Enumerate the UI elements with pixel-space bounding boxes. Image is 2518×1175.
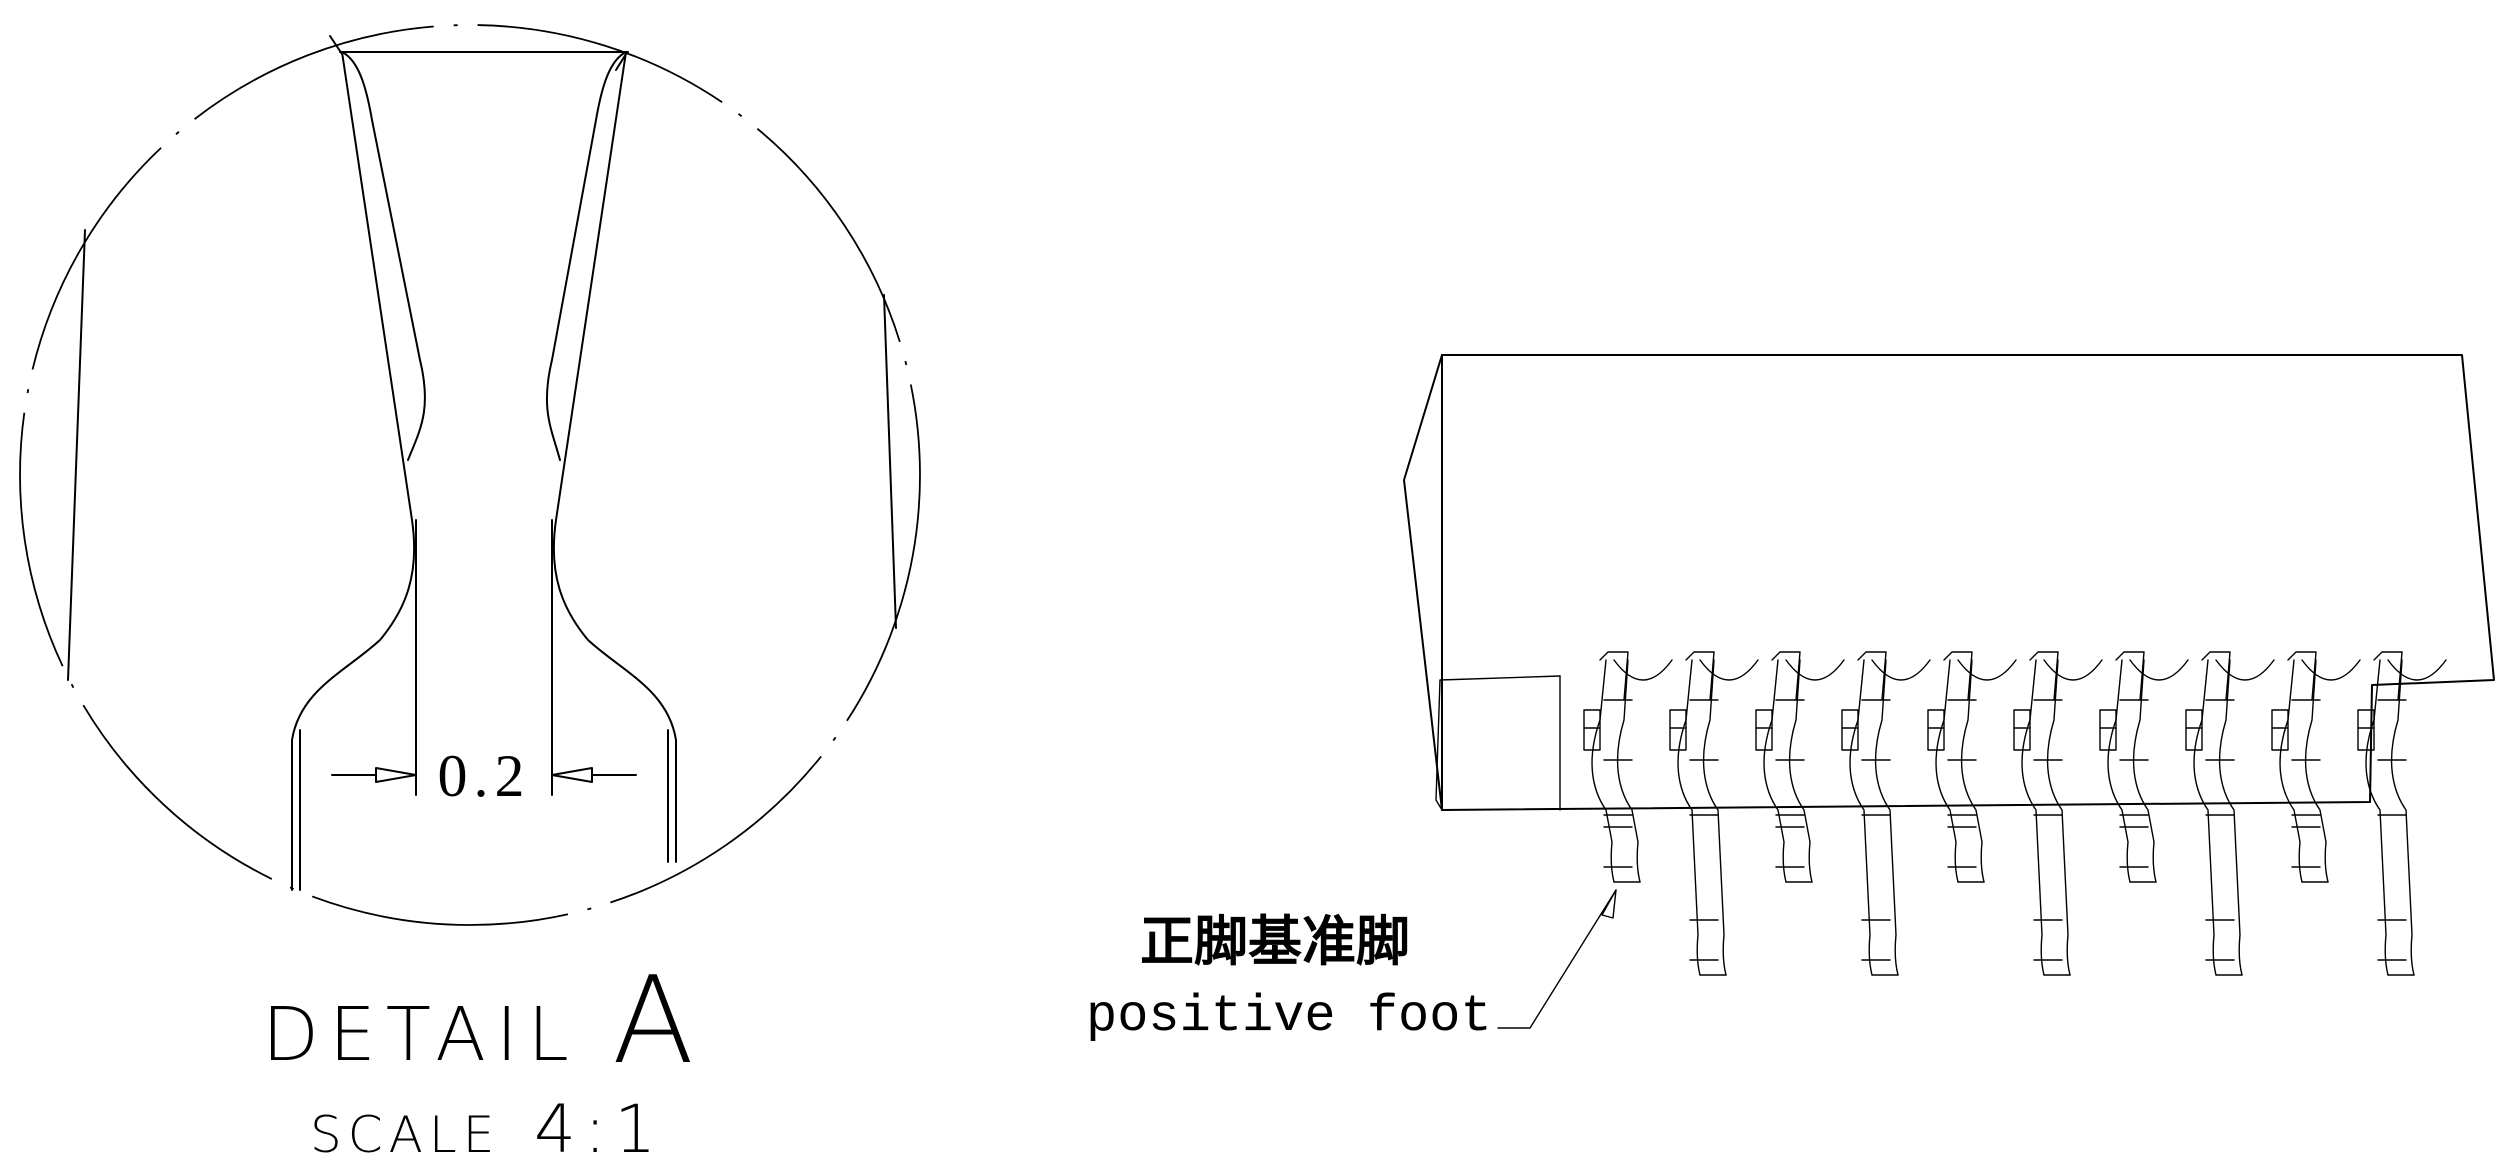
housing-scallop <box>2215 659 2275 681</box>
detail-letter: A <box>612 952 694 1091</box>
pin-outer-edge <box>1591 659 1615 883</box>
pin-latch <box>1841 709 1859 751</box>
detail-boundary-circle <box>19 24 921 926</box>
pin-top-tab <box>2115 651 2145 701</box>
connector-pin <box>1841 651 1899 976</box>
pin-outer-edge <box>2365 659 2389 976</box>
connector-pin <box>1755 651 1813 883</box>
pin-top-tab <box>1771 651 1801 701</box>
detail-cut-line-right <box>883 294 897 629</box>
housing-scallop <box>2387 659 2447 681</box>
pin-inner-edge <box>2046 659 2071 976</box>
pin-latch <box>2357 709 2375 751</box>
connector-pin <box>2185 651 2243 976</box>
connector-pin <box>2357 651 2415 976</box>
housing-scallop <box>2043 659 2103 681</box>
pin-top-tab <box>2201 651 2231 701</box>
housing-scallop <box>1613 659 1673 681</box>
pin-top-tab <box>2373 651 2403 701</box>
detail-cut-line-left <box>67 229 86 681</box>
housing-scallop <box>1785 659 1845 681</box>
pin-outer-edge <box>2193 659 2217 976</box>
housing-scallop <box>2129 659 2189 681</box>
housing-side-face <box>1403 354 1443 811</box>
pin-profile-right-inner <box>545 51 627 461</box>
scale-label: SCALE <box>310 1106 500 1164</box>
pin-latch <box>1583 709 1601 751</box>
callout-leader <box>1497 889 1617 1029</box>
pin-top-tab <box>1857 651 1887 701</box>
dim-arrow-right <box>551 767 593 783</box>
connector-iso-view: 正脚基准脚 positive foot <box>1086 354 2495 1046</box>
detail-a-view: 0.2 DETAIL A SCALE 4:1 <box>19 24 921 1168</box>
pin-inner-edge <box>1960 659 1985 883</box>
pin-outer-edge <box>2021 659 2045 976</box>
pin-inner-edge <box>1616 659 1641 883</box>
pin-inner-edge <box>2390 659 2415 976</box>
pin-row <box>1583 651 2415 976</box>
callout-chinese-label: 正脚基准脚 <box>1140 909 1410 973</box>
connector-pin <box>2013 651 2071 976</box>
connector-pin <box>2099 651 2157 883</box>
housing-scallop <box>1871 659 1931 681</box>
pin-inner-edge <box>1874 659 1899 976</box>
pin-latch <box>2271 709 2289 751</box>
pin-profile-left-inner <box>341 51 426 461</box>
housing-scallop <box>1699 659 1759 681</box>
callout-arrowhead <box>1601 889 1617 919</box>
connector-pin <box>2271 651 2329 883</box>
pin-latch <box>1669 709 1687 751</box>
dim-arrow-left <box>375 767 417 783</box>
pin-profile-left-outer <box>291 51 416 891</box>
pin-latch <box>1755 709 1773 751</box>
connector-pin <box>1927 651 1985 883</box>
pin-top-tab <box>2029 651 2059 701</box>
pin-outer-edge <box>1763 659 1787 883</box>
scale-value: 4:1 <box>534 1091 664 1168</box>
pin-inner-edge <box>1702 659 1727 976</box>
connector-pin <box>1669 651 1727 976</box>
pin-outer-edge <box>1677 659 1701 976</box>
pin-top-tab <box>1685 651 1715 701</box>
housing-scallops <box>1613 659 2447 681</box>
connector-pin <box>1583 651 1641 883</box>
housing-scallop <box>2301 659 2361 681</box>
pin-top-tab <box>1599 651 1629 701</box>
pin-inner-edge <box>2132 659 2157 883</box>
pin-inner-edge <box>2218 659 2243 976</box>
pin-outer-edge <box>2107 659 2131 883</box>
pin-inner-edge <box>2304 659 2329 883</box>
pin-profile-right-outer <box>552 51 677 863</box>
pin-latch <box>2185 709 2203 751</box>
pin-outer-edge <box>2279 659 2303 883</box>
pin-latch <box>2013 709 2031 751</box>
pin-latch <box>1927 709 1945 751</box>
pin-outer-edge <box>1935 659 1959 883</box>
pin-outer-edge <box>1849 659 1873 976</box>
pin-inner-edge <box>1788 659 1813 883</box>
housing-scallop <box>1957 659 2017 681</box>
callout-english-label: positive foot <box>1086 987 1492 1046</box>
pin-latch <box>2099 709 2117 751</box>
pin-top-tab <box>1943 651 1973 701</box>
detail-title: DETAIL <box>262 992 579 1078</box>
dimension-value: 0.2 <box>438 743 531 809</box>
pin-top-tab <box>2287 651 2317 701</box>
